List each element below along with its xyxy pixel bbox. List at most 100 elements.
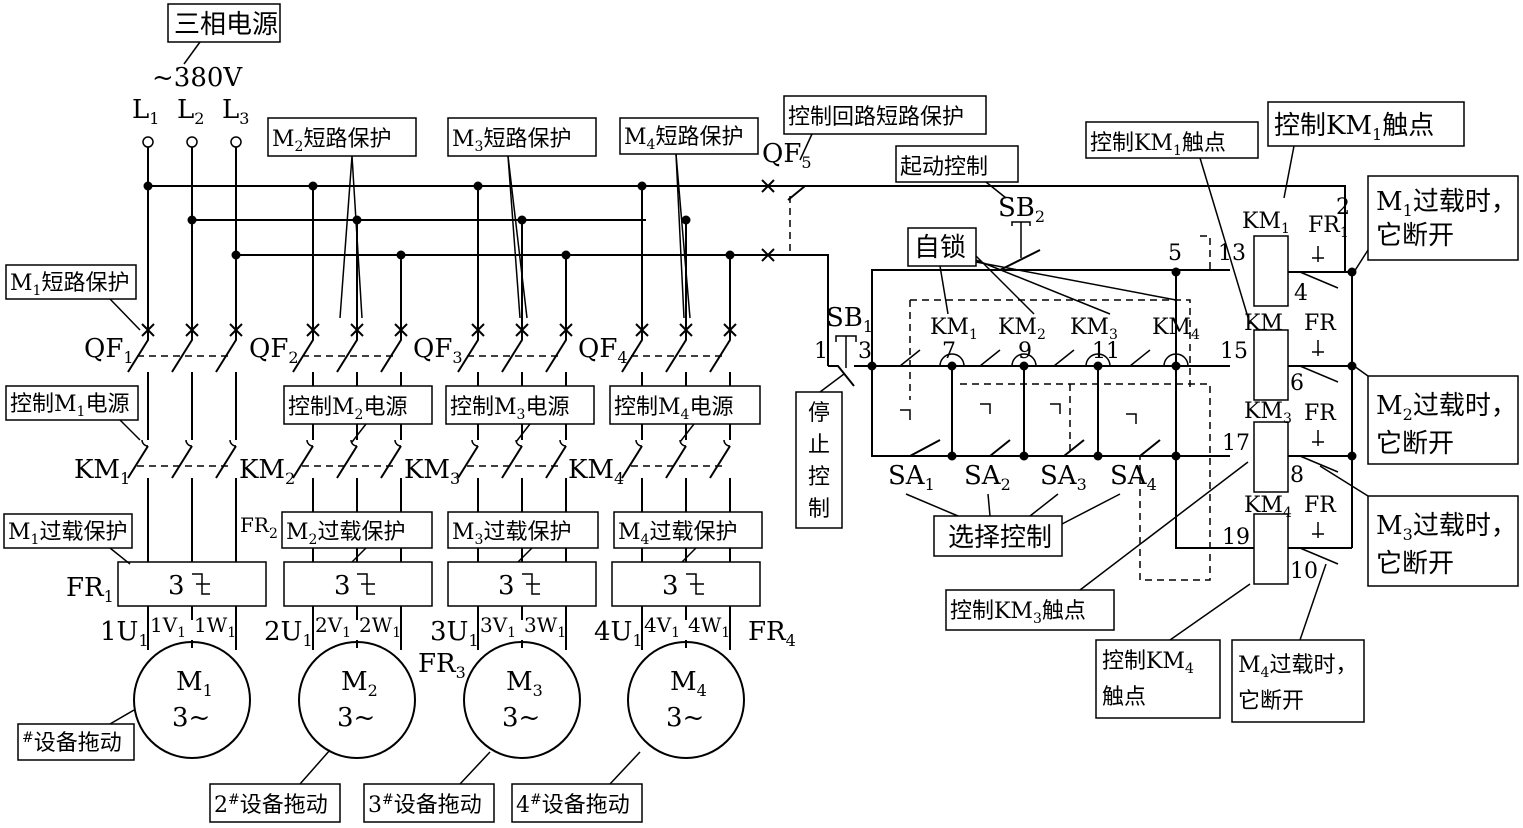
motor-m4-circle xyxy=(627,641,745,759)
km4-contact-label: KM4 xyxy=(1152,315,1200,343)
motor-m4-terminal-u: 4U1 xyxy=(594,617,643,650)
relay-fr2: 3 FR2 xyxy=(240,513,433,607)
breaker-qf3: QF3 xyxy=(413,323,573,440)
sb2-label: SB2 xyxy=(998,193,1045,226)
motor-m4-phase: 3~ xyxy=(666,703,704,733)
node-17: 17 xyxy=(1222,431,1250,456)
motor-m3-terminal-w: 3W1 xyxy=(524,613,566,641)
ctrl-short-callout: 控制回路短路保护 xyxy=(788,105,964,130)
stop-ctrl-callout-4: 制 xyxy=(808,497,830,522)
node-6: 6 xyxy=(1290,371,1304,396)
ctrl-km1-contact-a: 控制KM1触点 xyxy=(1090,131,1226,159)
fr3-contact-label: FR xyxy=(1304,401,1337,426)
m1-short-callout: M1短路保护 xyxy=(10,271,129,299)
m4-trip-callout-2: 它断开 xyxy=(1238,689,1304,714)
fr1-label: FR1 xyxy=(66,573,114,606)
contactors: KM1 KM2 KM3 KM4 xyxy=(74,439,731,562)
motor-m3-terminal-v: 3V1 xyxy=(480,613,516,641)
fr3-label: FR3 xyxy=(418,649,466,682)
m2-short-callout: M2短路保护 xyxy=(272,127,391,155)
m2-trip-callout-2: 它断开 xyxy=(1376,429,1454,459)
power-supply: 三相电源 ~380V L1 L2 L3 xyxy=(132,3,281,330)
ctrl-km1-contact-b: 控制KM1触点 xyxy=(1274,111,1434,144)
m3-trip-callout-1: M3过载时， xyxy=(1376,511,1517,544)
coil-km3-label: KM3 xyxy=(1244,399,1292,427)
m4-power-callout: 控制M4电源 xyxy=(614,395,733,423)
m3-trip-callout-2: 它断开 xyxy=(1376,549,1454,579)
drive2-callout: 2#设备拖动 xyxy=(214,792,328,818)
phase-l3-label: L3 xyxy=(222,95,249,128)
m2-trip-callout-1: M2过载时， xyxy=(1376,391,1517,424)
fr4-contact-label: FR xyxy=(1304,493,1337,518)
motor-m3-name: M3 xyxy=(506,667,543,700)
node-9: 9 xyxy=(1018,339,1032,364)
coil-km3 xyxy=(1253,421,1289,493)
m3-power-callout: 控制M3电源 xyxy=(450,395,569,423)
m4-overload-callout: M4过载保护 xyxy=(618,520,737,548)
fr2-label: FR2 xyxy=(240,513,278,542)
supply-title: 三相电源 xyxy=(174,10,278,40)
ctrl-km4-contact-callout-1: 控制KM4 xyxy=(1102,649,1194,677)
coil-km1-label: KM1 xyxy=(1242,209,1290,237)
m3-short-callout: M3短路保护 xyxy=(452,127,571,155)
qf2-label: QF2 xyxy=(249,334,299,367)
fr4-label: FR4 xyxy=(748,617,796,650)
motor-m3-phase: 3~ xyxy=(502,703,540,733)
qf1-label: QF1 xyxy=(84,334,134,367)
relay-fr1: 3 FR1 xyxy=(66,561,267,607)
motor-m4-terminal-w: 4W1 xyxy=(688,613,730,641)
stop-ctrl-callout-2: 止 xyxy=(808,433,830,458)
motor-m3: M3 3~ 3U1 3V1 3W1 xyxy=(430,606,581,759)
node-7: 7 xyxy=(942,339,956,364)
motor-m1-terminal-w: 1W1 xyxy=(194,613,236,641)
node-8: 8 xyxy=(1290,463,1304,488)
km4-label: KM4 xyxy=(568,455,624,488)
node-11: 11 xyxy=(1092,339,1120,364)
m1-power-callout: 控制M1电源 xyxy=(10,392,129,420)
relay-fr3: 3 FR3 xyxy=(418,561,597,682)
self-lock-callout: 自锁 xyxy=(914,233,966,263)
control-callouts: 控制回路短路保护 起动控制 自锁 控制KM1触点 控制KM1触点 停 止 控 制… xyxy=(783,95,1519,723)
m4-trip-callout-1: M4过载时， xyxy=(1238,653,1357,681)
m2-overload-callout: M2过载保护 xyxy=(286,520,405,548)
start-ctrl-callout: 起动控制 xyxy=(900,155,988,180)
motor-m4: M4 3~ 4U1 4V1 4W1 xyxy=(594,606,745,759)
node-3: 3 xyxy=(858,339,872,364)
qf4-label: QF4 xyxy=(578,334,628,367)
node-19: 19 xyxy=(1222,525,1250,550)
fr3-element: 3 xyxy=(498,571,515,601)
motor-m4-terminal-v: 4V1 xyxy=(644,613,680,641)
km1-label: KM1 xyxy=(74,455,130,488)
m3-overload-callout: M3过载保护 xyxy=(452,520,571,548)
coil-km4-label: KM4 xyxy=(1244,493,1292,521)
phase-l2-label: L2 xyxy=(177,95,204,128)
sa4-label: SA4 xyxy=(1110,461,1157,494)
coil-km1 xyxy=(1253,235,1289,307)
fr4-element: 3 xyxy=(662,571,679,601)
m2-power-callout: 控制M2电源 xyxy=(288,395,407,423)
supply-voltage: ~380V xyxy=(152,63,243,93)
power-callouts: M1短路保护 M2短路保护 M3短路保护 M4短路保护 控制M1电源 控制M2电… xyxy=(3,117,763,823)
node-10: 10 xyxy=(1290,559,1318,584)
motor-m3-circle xyxy=(463,641,581,759)
coil-km2 xyxy=(1253,329,1289,401)
sa1-label: SA1 xyxy=(888,461,935,494)
phase-l1-label: L1 xyxy=(132,95,159,128)
motor-m2-circle xyxy=(298,641,416,759)
ctrl-km3-contact-callout: 控制KM3触点 xyxy=(950,599,1086,627)
sb1-label: SB1 xyxy=(826,303,873,336)
motors: M1 3~ 1U1 1V1 1W1 M2 3~ 2U1 2V1 2W1 M3 3… xyxy=(100,606,745,759)
supply-title-box xyxy=(167,3,281,43)
node-1: 1 xyxy=(814,339,828,364)
terminal-l3 xyxy=(230,136,242,148)
km3-label: KM3 xyxy=(404,455,460,488)
terminal-l2 xyxy=(186,136,198,148)
motor-m1-circle xyxy=(133,641,251,759)
motor-m2-terminal-v: 2V1 xyxy=(315,613,351,641)
thermal-relays: 3 FR1 3 FR2 3 FR3 3 FR4 xyxy=(66,513,796,682)
breaker-qf1: QF1 xyxy=(84,323,243,440)
node-5: 5 xyxy=(1168,241,1182,266)
m1-trip-callout-1: M1过载时， xyxy=(1376,187,1517,220)
qf3-label: QF3 xyxy=(413,334,463,367)
motor-m1-phase: 3~ xyxy=(172,703,210,733)
